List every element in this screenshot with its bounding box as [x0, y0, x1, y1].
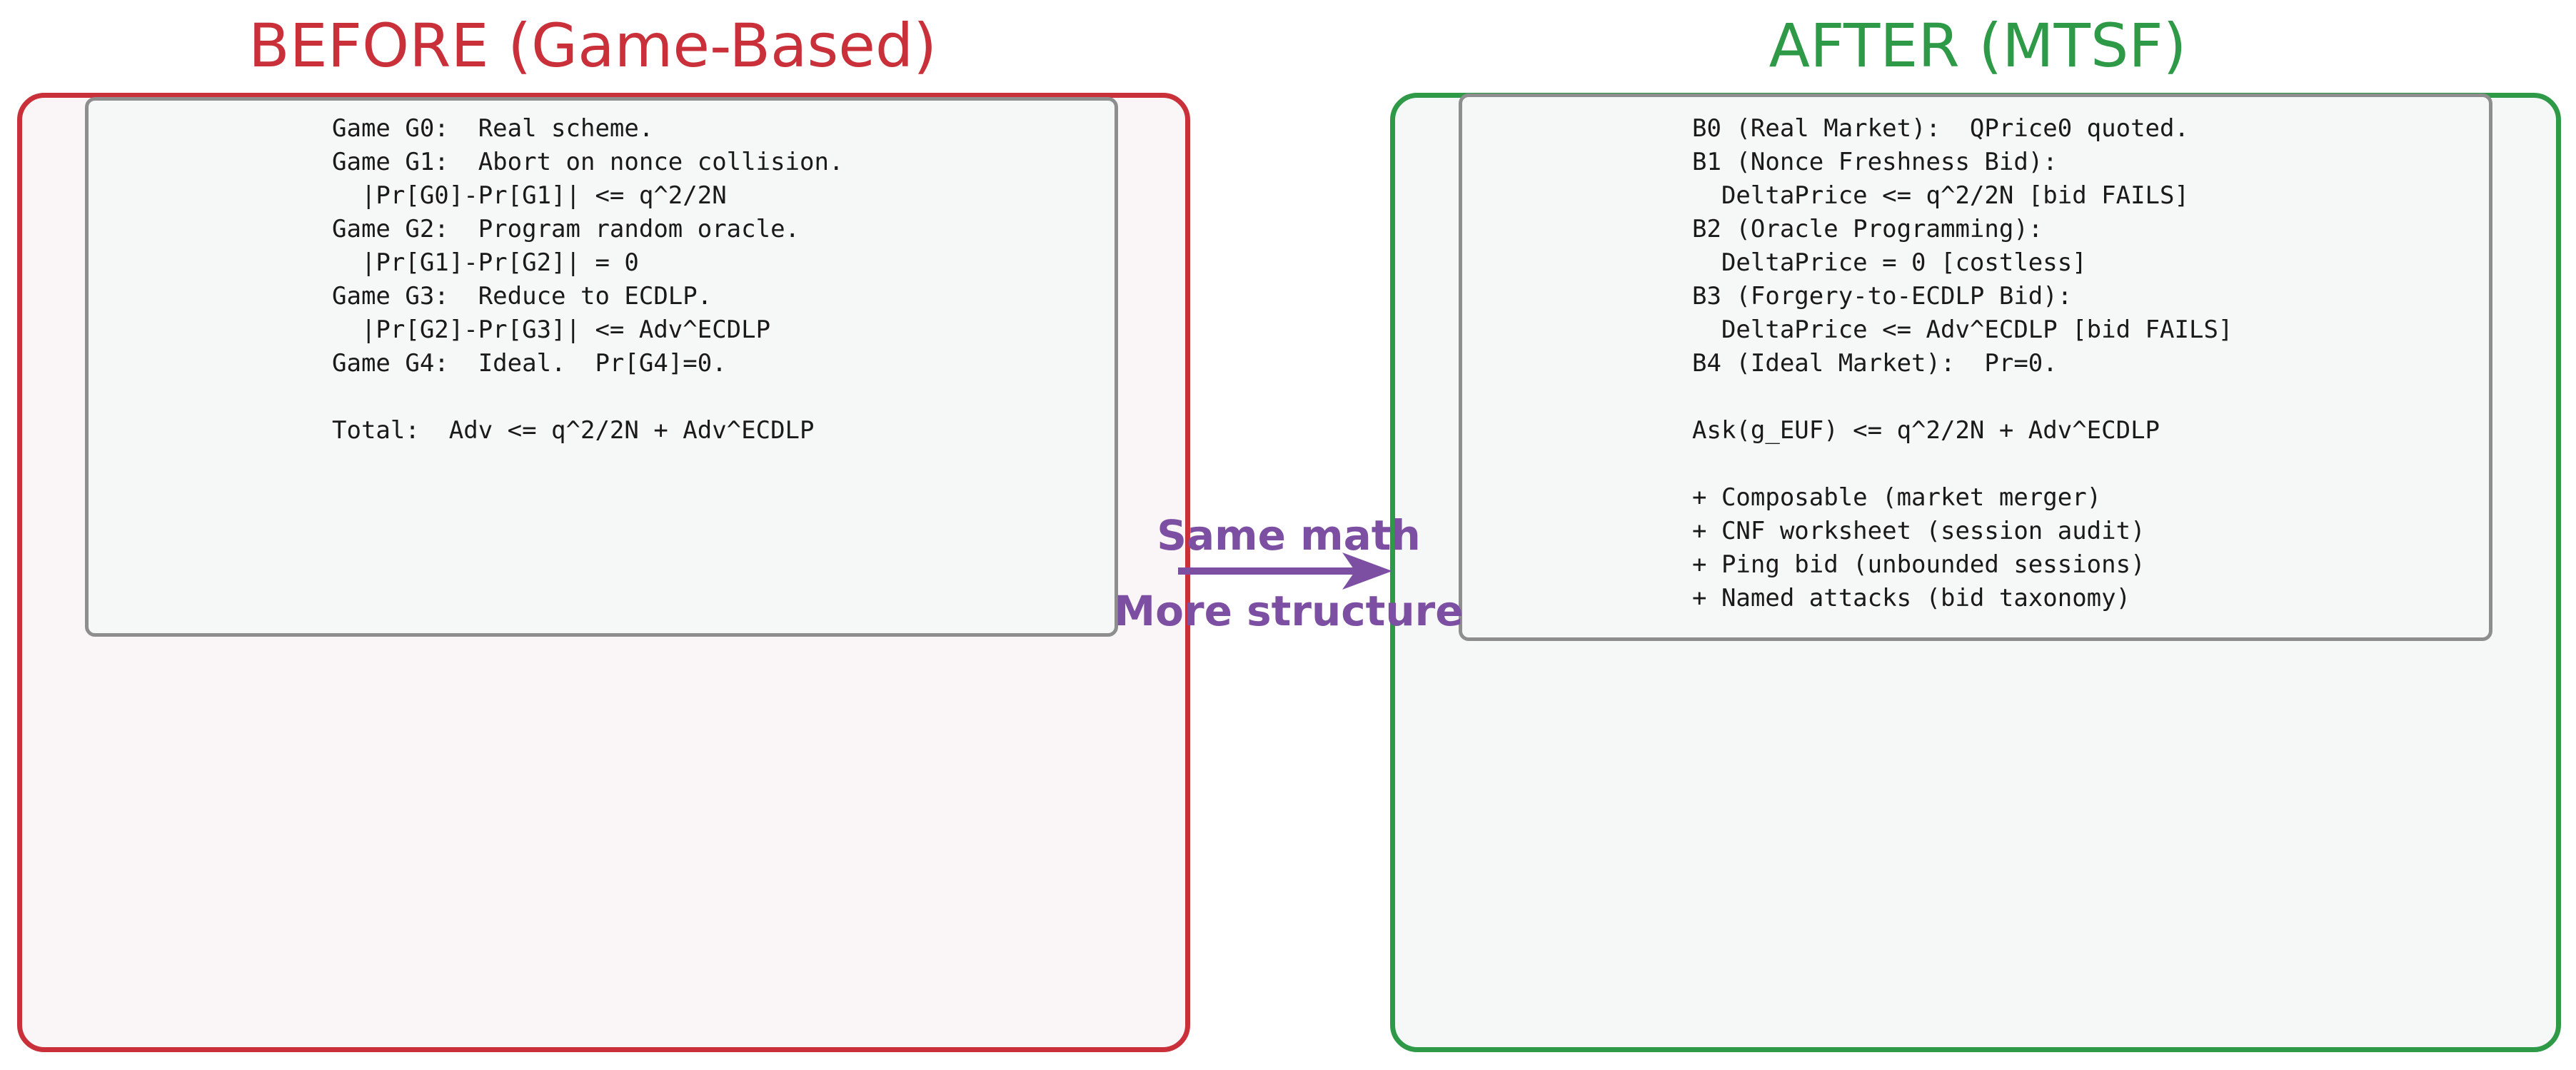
after-code-lines: B0 (Real Market): QPrice0 quoted. B1 (No…	[1692, 112, 2233, 615]
before-line: |Pr[G1]-Pr[G2]| = 0	[332, 248, 639, 277]
before-title: BEFORE (Game-Based)	[248, 11, 937, 81]
before-line: |Pr[G0]-Pr[G1]| <= q^2/2N	[332, 181, 727, 210]
after-line: B1 (Nonce Freshness Bid):	[1692, 148, 2058, 176]
after-line: + Named attacks (bid taxonomy)	[1692, 584, 2131, 612]
after-line	[1692, 380, 2233, 414]
right-arrow-icon	[1178, 552, 1392, 590]
after-line: DeltaPrice <= q^2/2N [bid FAILS]	[1692, 181, 2189, 210]
before-code-box	[85, 97, 1118, 637]
after-line: Ask(g_EUF) <= q^2/2N + Adv^ECDLP	[1692, 416, 2160, 445]
after-line: DeltaPrice <= Adv^ECDLP [bid FAILS]	[1692, 316, 2233, 344]
after-line: + Ping bid (unbounded sessions)	[1692, 550, 2145, 579]
after-line: + Composable (market merger)	[1692, 483, 2102, 512]
after-title: AFTER (MTSF)	[1769, 11, 2187, 81]
after-line: + CNF worksheet (session audit)	[1692, 517, 2145, 545]
before-line: |Pr[G2]-Pr[G3]| <= Adv^ECDLP	[332, 316, 771, 344]
before-line: Game G4: Ideal. Pr[G4]=0.	[332, 349, 727, 378]
after-line: B0 (Real Market): QPrice0 quoted.	[1692, 114, 2189, 143]
after-code-box	[1459, 94, 2492, 641]
after-line: B4 (Ideal Market): Pr=0.	[1692, 349, 2058, 378]
after-line	[1692, 448, 2233, 481]
before-line: Total: Adv <= q^2/2N + Adv^ECDLP	[332, 416, 815, 445]
before-line: Game G1: Abort on nonce collision.	[332, 148, 844, 176]
before-line	[332, 380, 843, 414]
arrow-label-more-structure: More structure	[1114, 587, 1464, 635]
after-line: B3 (Forgery-to-ECDLP Bid):	[1692, 282, 2073, 311]
arrow-label-same-math: Same math	[1157, 511, 1421, 560]
before-line: Game G3: Reduce to ECDLP.	[332, 282, 713, 311]
after-line: DeltaPrice = 0 [costless]	[1692, 248, 2087, 277]
before-line: Game G0: Real scheme.	[332, 114, 654, 143]
after-line: B2 (Oracle Programming):	[1692, 215, 2043, 243]
arrow-head	[1342, 552, 1392, 590]
before-code-lines: Game G0: Real scheme. Game G1: Abort on …	[332, 112, 843, 448]
before-line: Game G2: Program random oracle.	[332, 215, 800, 243]
